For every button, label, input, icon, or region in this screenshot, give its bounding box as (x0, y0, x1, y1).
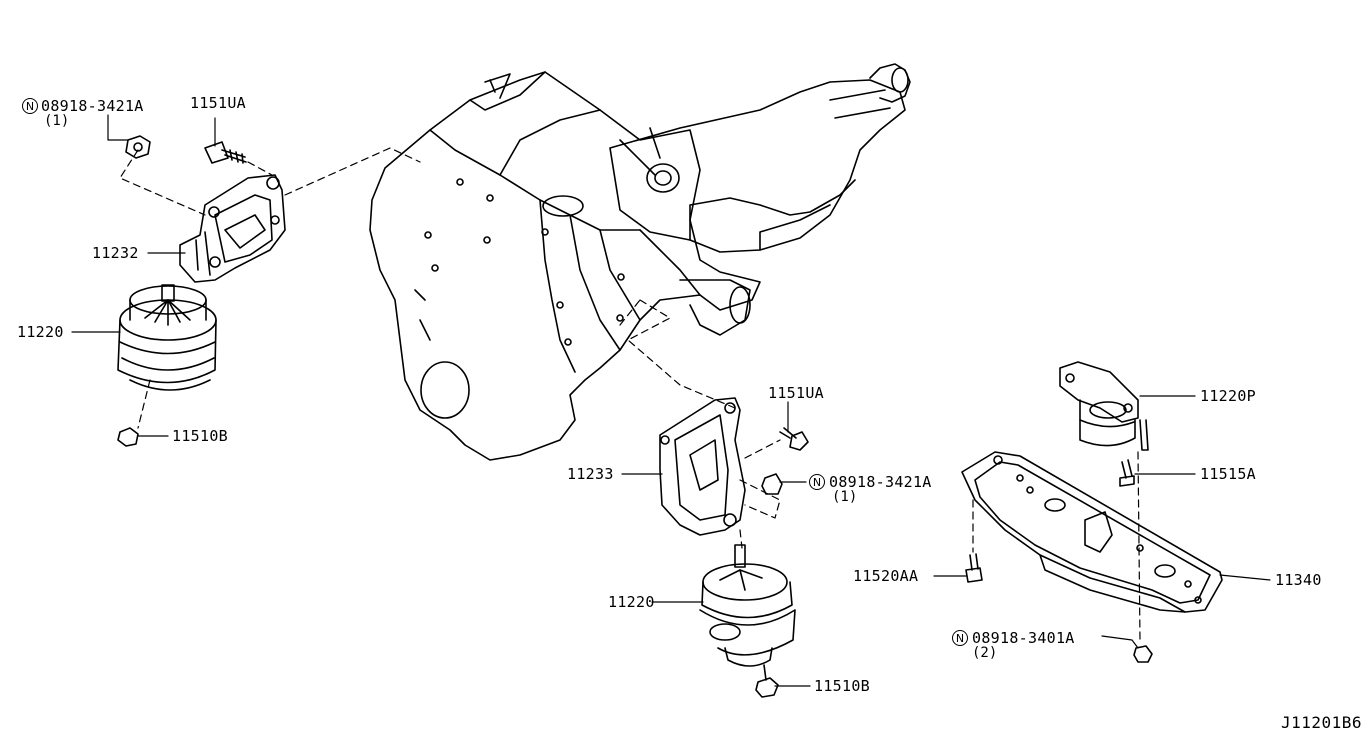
bolt-11520AA (965, 553, 983, 583)
diagram-code: J11201B6 (1280, 713, 1362, 732)
note-mark-n: N (952, 630, 968, 646)
right-bracket-11233 (659, 397, 746, 536)
assembly-dashed-lines (119, 147, 1141, 641)
callout-1151UA-lower: 1151UA (768, 384, 824, 402)
callout-qty-upper: (1) (44, 113, 70, 129)
nut-11510B-left (117, 427, 139, 447)
callout-11233: 11233 (567, 465, 614, 483)
callout-08918-3421A-upper: 08918-3421A (41, 97, 144, 115)
bolt-1151UA-upper (204, 141, 247, 164)
callout-11220-left: 11220 (17, 323, 64, 341)
leader-lines (71, 114, 1271, 687)
callout-11220P: 11220P (1200, 387, 1256, 405)
nut-right (761, 473, 783, 495)
rear-insulator-11220P (1059, 361, 1149, 451)
bolt-11515A (1119, 459, 1135, 487)
callout-11232: 11232 (92, 244, 139, 262)
callout-qty-08918-3401A: (2) (972, 645, 998, 661)
note-mark-n: N (809, 474, 825, 490)
engine-transmission-illustration (369, 63, 911, 461)
note-mark-n: N (22, 98, 38, 114)
callout-11340: 11340 (1275, 571, 1322, 589)
nut-11510B-right (755, 664, 779, 698)
callout-11510B-left: 11510B (172, 427, 228, 445)
callout-11510B-right: 11510B (814, 677, 870, 695)
callout-11515A: 11515A (1200, 465, 1256, 483)
callout-08918-3401A: 08918-3401A (972, 629, 1075, 647)
callout-08918-3421A-lower: 08918-3421A (829, 473, 932, 491)
nut-upper (125, 135, 151, 159)
callout-qty-lower: (1) (832, 489, 858, 505)
callout-1151UA-upper: 1151UA (190, 94, 246, 112)
callout-11220-right: 11220 (608, 593, 655, 611)
right-insulator-11220 (699, 544, 796, 667)
crossmember-11340 (961, 451, 1223, 613)
bolt-1151UA-lower (779, 427, 809, 451)
left-bracket-11232 (179, 174, 286, 283)
left-insulator-11220 (117, 284, 217, 391)
nut-08918-3401A (1133, 645, 1153, 663)
callout-11520AA: 11520AA (853, 567, 919, 585)
